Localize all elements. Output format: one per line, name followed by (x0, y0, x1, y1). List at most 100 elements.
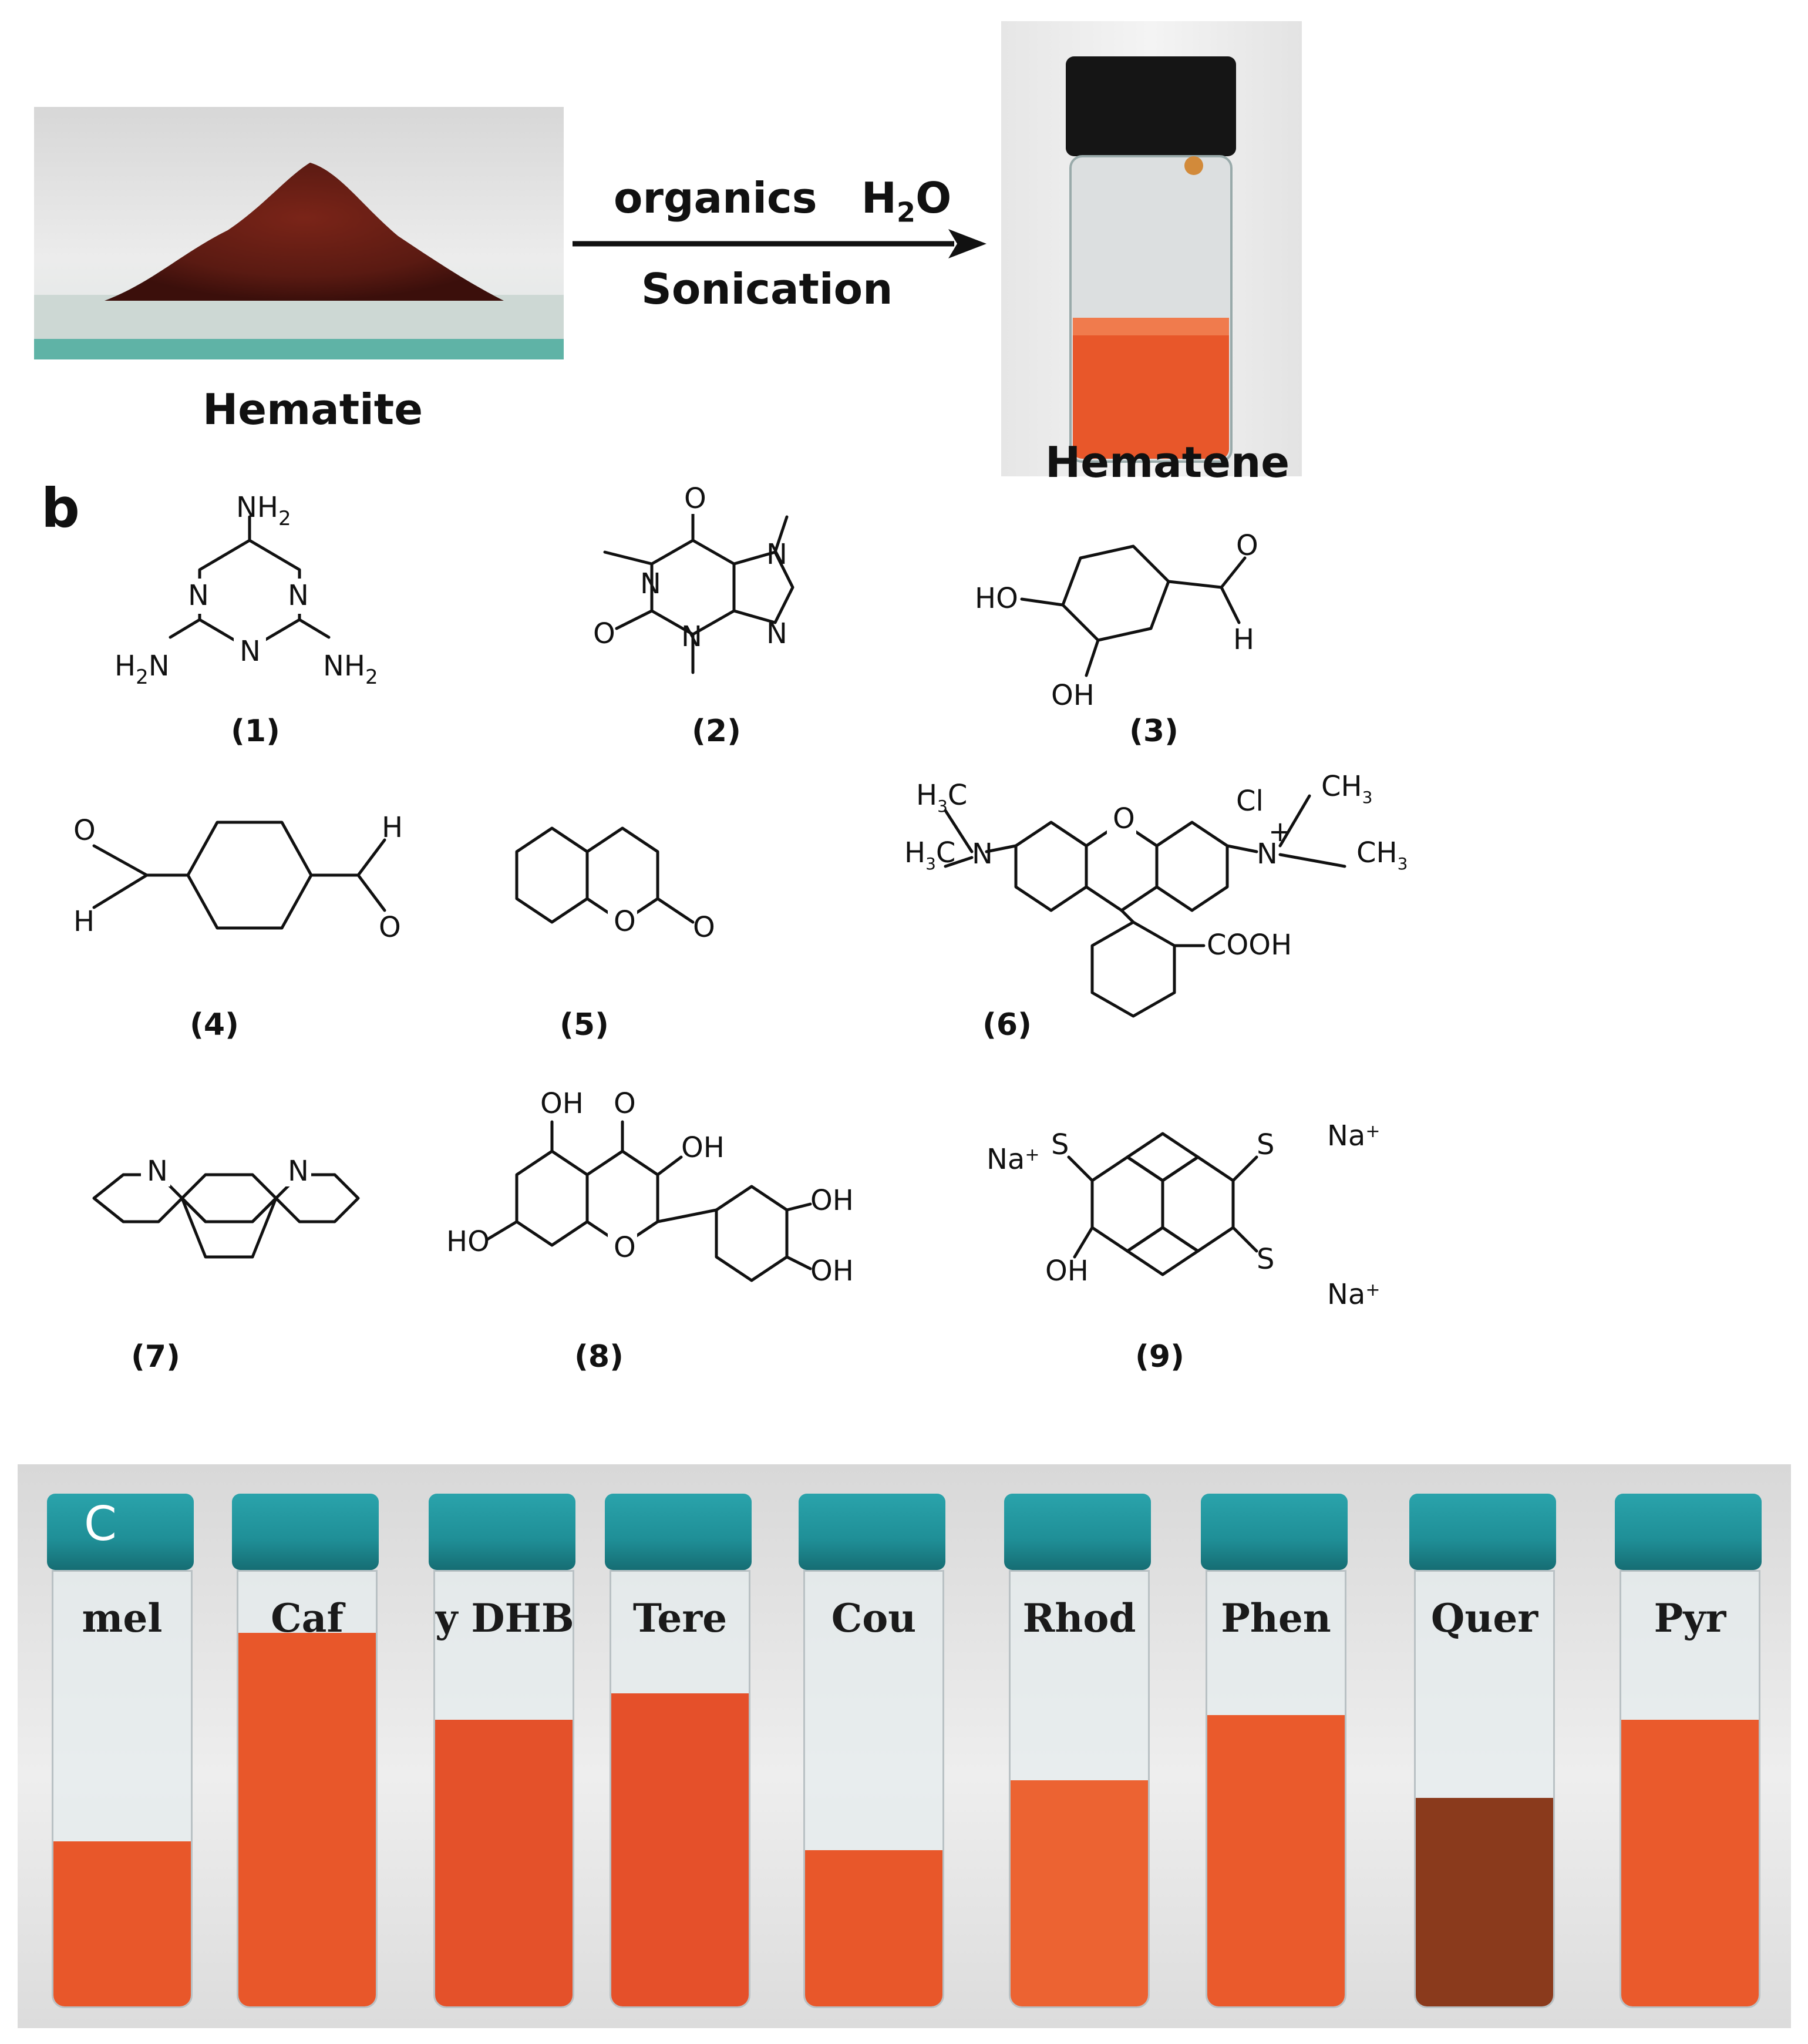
amine-group: NH2 (323, 650, 378, 689)
dispersion-liquid (435, 1720, 573, 2006)
vial: Quer (1409, 1494, 1556, 2011)
vial-cap-teal (1004, 1494, 1151, 1570)
sonication-label: Sonication (641, 264, 893, 314)
vial: y DHBA (429, 1494, 575, 2011)
vial-cap-black (1066, 56, 1236, 156)
vial-glass: Tere (610, 1570, 750, 2008)
svg-text:N: N (972, 838, 993, 870)
structure-rhodamine: O N N + H3C H3C CH3 CH3 Cl COOH (904, 770, 1408, 1018)
svg-text:O: O (73, 814, 96, 847)
svg-text:Cl: Cl (1236, 785, 1264, 818)
vial-handwritten-label: Cou (831, 1595, 917, 1641)
svg-text:H3C: H3C (904, 836, 955, 873)
vial-cap-teal (47, 1494, 194, 1570)
structure-quercetin: O OH O OH HO OH OH (446, 1087, 854, 1287)
vial-handwritten-label: y DHBA (435, 1595, 573, 1641)
reaction-arrow (573, 229, 987, 258)
structure-terephthalaldehyde: O H H O (73, 811, 403, 944)
svg-text:N: N (766, 617, 787, 650)
vial-handwritten-label: Pyr (1654, 1595, 1726, 1641)
svg-text:N: N (766, 538, 787, 571)
reaction-conditions-top: organics H2O (614, 173, 951, 228)
dispersion-liquid (53, 1841, 191, 2006)
hematene-label: Hematene (1045, 438, 1290, 487)
hematene-dispersion (1073, 318, 1229, 459)
vial-cap-teal (1615, 1494, 1762, 1570)
vial-glass: Cou (803, 1570, 944, 2008)
hematene-vial-photo (1001, 21, 1302, 476)
vial-handwritten-label: Rhod (1022, 1595, 1136, 1641)
dispersion-liquid (1416, 1798, 1553, 2006)
vial-cap-teal (232, 1494, 379, 1570)
svg-text:HO: HO (975, 582, 1018, 615)
vial-handwritten-label: Tere (632, 1595, 728, 1641)
vial-glass: y DHBA (433, 1570, 574, 2008)
compound-label-4: (4) (190, 1007, 239, 1043)
svg-text:H: H (73, 905, 95, 938)
vial-glass: Caf (237, 1570, 378, 2008)
vial-handwritten-label: mel (82, 1595, 163, 1641)
svg-text:OH: OH (1045, 1255, 1089, 1287)
dispersion-liquid (1207, 1715, 1345, 2006)
svg-text:CH3: CH3 (1356, 836, 1408, 873)
svg-text:N: N (681, 620, 702, 653)
svg-text:Na+: Na+ (1327, 1278, 1380, 1311)
svg-text:O: O (1236, 529, 1258, 562)
svg-text:O: O (614, 1087, 636, 1120)
water-label: H2O (861, 173, 952, 228)
hematite-powder-pile (34, 163, 564, 359)
compound-label-9: (9) (1135, 1339, 1184, 1374)
structure-melamine: N N N NH2 NH2 H2N (115, 493, 378, 689)
vials-photo: mel Caf y DHBA Tere Cou Rhod Phen Quer Pyr (18, 1464, 1791, 2028)
vial-glass: mel (52, 1570, 193, 2008)
svg-text:Na+: Na+ (987, 1143, 1039, 1176)
vial-glass: Pyr (1620, 1570, 1760, 2008)
structure-dihydroxybenzaldehyde: HO OH O H (975, 529, 1258, 712)
svg-text:HO: HO (446, 1225, 490, 1258)
svg-text:O: O (614, 905, 636, 938)
svg-text:N: N (288, 1155, 309, 1188)
svg-text:S: S (1257, 1128, 1274, 1161)
compound-label-8: (8) (574, 1339, 624, 1374)
compound-label-2: (2) (692, 714, 741, 749)
structure-caffeine: O O N N N N (593, 482, 794, 674)
svg-text:OH: OH (681, 1131, 725, 1164)
vial: Rhod (1004, 1494, 1151, 2011)
svg-text:O: O (1113, 802, 1135, 835)
compound-label-6: (6) (982, 1007, 1032, 1043)
dispersion-liquid (805, 1850, 942, 2006)
dispersion-liquid (611, 1693, 749, 2006)
svg-text:COOH: COOH (1207, 929, 1292, 962)
svg-text:Na+: Na+ (1327, 1120, 1380, 1152)
vial-glass: Rhod (1009, 1570, 1150, 2008)
structure-pyranine: S S S OH Na+ Na+ Na+ (987, 1120, 1380, 1311)
vial: Cou (799, 1494, 945, 2011)
vial-handwritten-label: Phen (1221, 1595, 1331, 1641)
organics-label: organics (614, 173, 817, 223)
hematite-photo (34, 107, 564, 359)
dispersion-liquid (1011, 1780, 1148, 2006)
compound-label-7: (7) (131, 1339, 180, 1374)
svg-text:O: O (614, 1231, 636, 1264)
atom-n: N (188, 579, 209, 612)
svg-text:OH: OH (810, 1255, 854, 1287)
svg-text:O: O (684, 482, 706, 515)
structure-phenanthroline: N N (92, 1155, 360, 1259)
compound-label-1: (1) (231, 714, 280, 749)
atom-n: N (240, 635, 261, 668)
vial-cap-teal (1409, 1494, 1556, 1570)
vial-glass: Quer (1414, 1570, 1555, 2008)
vial-handwritten-label: Caf (271, 1595, 344, 1641)
svg-text:O: O (693, 911, 715, 944)
svg-text:CH3: CH3 (1321, 770, 1372, 807)
compound-label-3: (3) (1129, 714, 1179, 749)
svg-text:N: N (147, 1155, 168, 1188)
svg-text:H3C: H3C (916, 779, 967, 816)
vial-handwritten-label: Quer (1430, 1595, 1538, 1641)
svg-text:OH: OH (540, 1087, 584, 1120)
vial: Pyr (1615, 1494, 1762, 2011)
svg-text:N: N (640, 567, 661, 600)
vial-cap-teal (1201, 1494, 1348, 1570)
dispersion-liquid (238, 1633, 376, 2006)
compound-label-5: (5) (560, 1007, 609, 1043)
